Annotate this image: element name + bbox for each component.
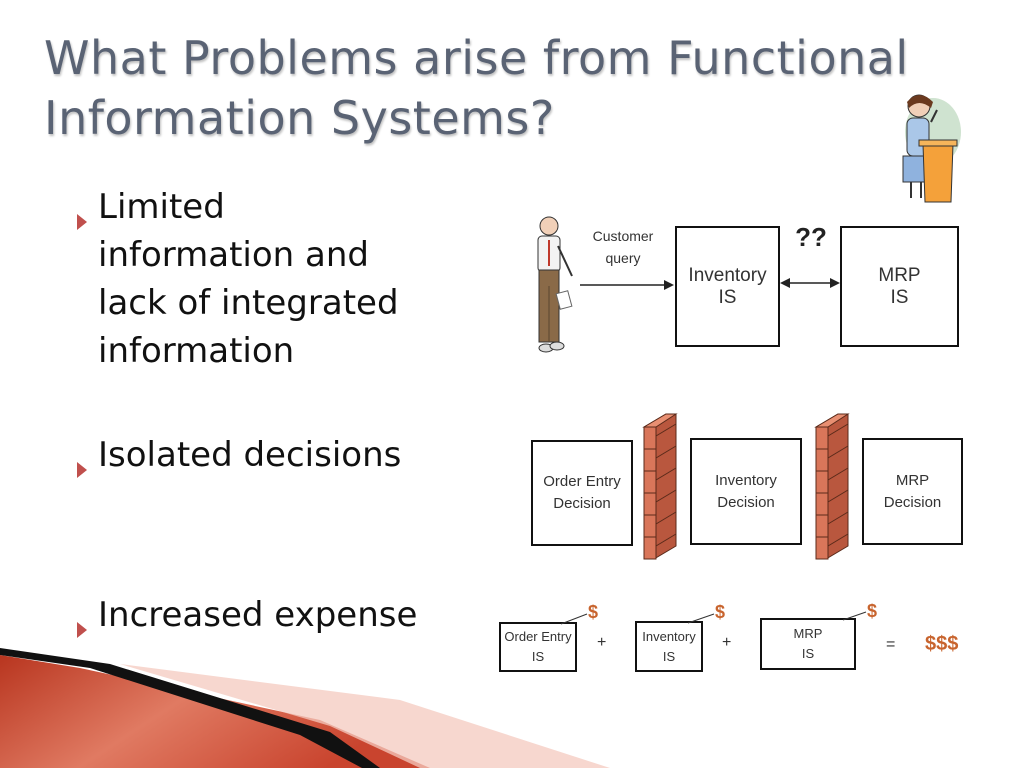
box-line: MRP xyxy=(793,626,823,641)
plus-sign: + xyxy=(722,634,732,651)
equals-sign: = xyxy=(886,636,896,653)
box-line: IS xyxy=(801,646,815,661)
inventory-is-box: Inventory IS xyxy=(675,226,780,347)
triangle-right-icon xyxy=(76,591,98,652)
box-line: IS xyxy=(718,286,737,308)
inventory-cost: $ xyxy=(715,602,726,622)
order-entry-cost: $ xyxy=(588,602,599,622)
box-line: Inventory xyxy=(715,471,777,489)
box-line: Order Entry xyxy=(504,629,572,644)
mrp-decision-box: MRP Decision xyxy=(862,438,963,545)
brick-wall-icon xyxy=(642,413,678,560)
triangle-right-icon xyxy=(76,183,98,244)
title-line-1: What Problems arise from Functional xyxy=(44,31,909,85)
box-line: Decision xyxy=(883,493,942,511)
brick-wall-icon xyxy=(814,413,850,560)
inventory-is-small-box: Inventory IS xyxy=(635,621,703,672)
label-line: query xyxy=(605,250,641,266)
title-line-2: Information Systems? xyxy=(44,91,555,145)
standing-man-icon xyxy=(537,216,573,353)
total-cost: $$$ xyxy=(925,633,959,655)
bullet-line: Increased expense xyxy=(98,595,418,635)
box-line: MRP xyxy=(895,471,930,489)
mrp-is-small-box: MRP IS xyxy=(760,618,856,670)
label-line: Customer xyxy=(592,228,654,244)
box-line: IS xyxy=(890,286,909,308)
box-line: Inventory xyxy=(642,628,696,644)
slide-title: What Problems arise from Functional Info… xyxy=(44,28,1004,148)
question-marks: ?? xyxy=(795,222,827,252)
mrp-is-box: MRP IS xyxy=(840,226,959,347)
bullet-line: information and xyxy=(98,235,370,275)
order-entry-is-box: Order Entry IS xyxy=(499,622,577,672)
box-line: IS xyxy=(531,649,545,664)
bullet-line: Limited xyxy=(98,187,225,227)
bullet-line: information xyxy=(98,331,295,371)
order-entry-decision-box: Order Entry Decision xyxy=(531,440,633,546)
customer-query-label: Customer query xyxy=(578,225,668,269)
box-line: IS xyxy=(662,648,676,664)
inventory-decision-box: Inventory Decision xyxy=(690,438,802,545)
box-line: Decision xyxy=(553,495,611,512)
box-line: MRP xyxy=(878,264,921,286)
bullet-limited-information: Limited information and lack of integrat… xyxy=(76,183,399,375)
bullet-isolated-decisions: Isolated decisions xyxy=(76,431,401,492)
box-line: Decision xyxy=(717,493,775,511)
bullet-text: Increased expense xyxy=(98,591,417,639)
plus-sign: + xyxy=(597,634,607,651)
bullet-text: Limited information and lack of integrat… xyxy=(98,183,399,375)
bullet-line: lack of integrated xyxy=(98,283,399,323)
bullet-line: Isolated decisions xyxy=(98,435,402,475)
box-line: Order Entry xyxy=(543,473,621,490)
triangle-right-icon xyxy=(76,431,98,492)
bullet-increased-expense: Increased expense xyxy=(76,591,417,652)
box-line: Inventory xyxy=(688,264,767,286)
mrp-cost: $ xyxy=(867,601,878,621)
bullet-text: Isolated decisions xyxy=(98,431,401,479)
